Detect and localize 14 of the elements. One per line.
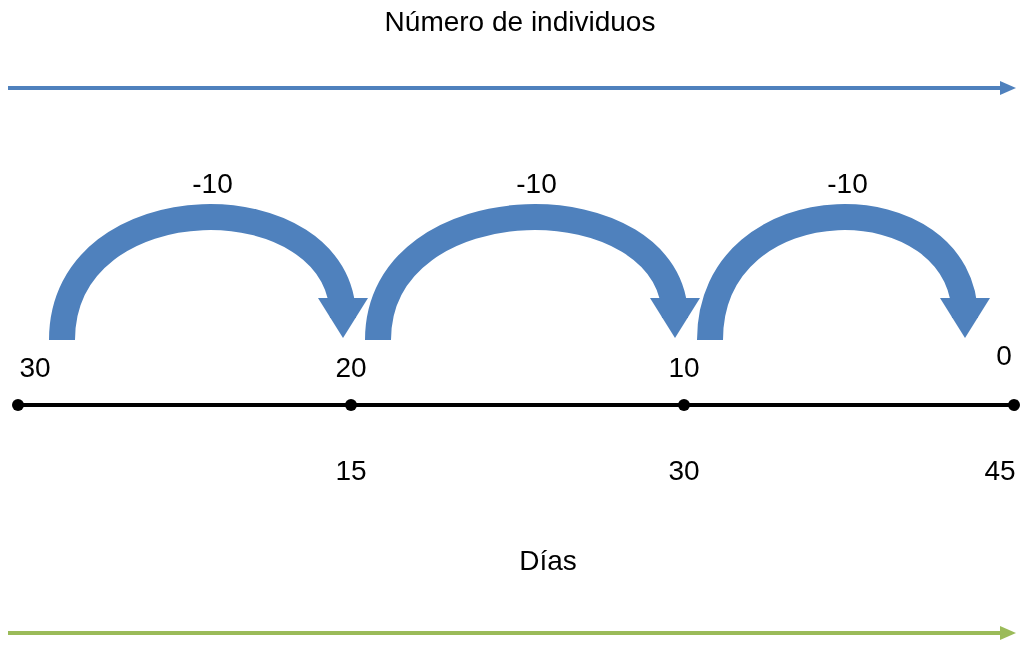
axis-title: Días [519,545,577,577]
curved-arrow [49,204,365,342]
tick-label: 30 [668,455,700,487]
number-label: 10 [668,352,700,384]
curved-arrow [697,204,987,342]
tick-label: 45 [984,455,1016,487]
edge-label: -10 [827,168,868,200]
axis-title: Número de individuos [384,6,656,38]
tick-label: 15 [335,455,367,487]
edge-label: -10 [192,168,233,200]
number-label: 0 [996,340,1012,372]
edge-label: -10 [516,168,557,200]
number-label: 30 [19,352,51,384]
number-label: 20 [335,352,367,384]
